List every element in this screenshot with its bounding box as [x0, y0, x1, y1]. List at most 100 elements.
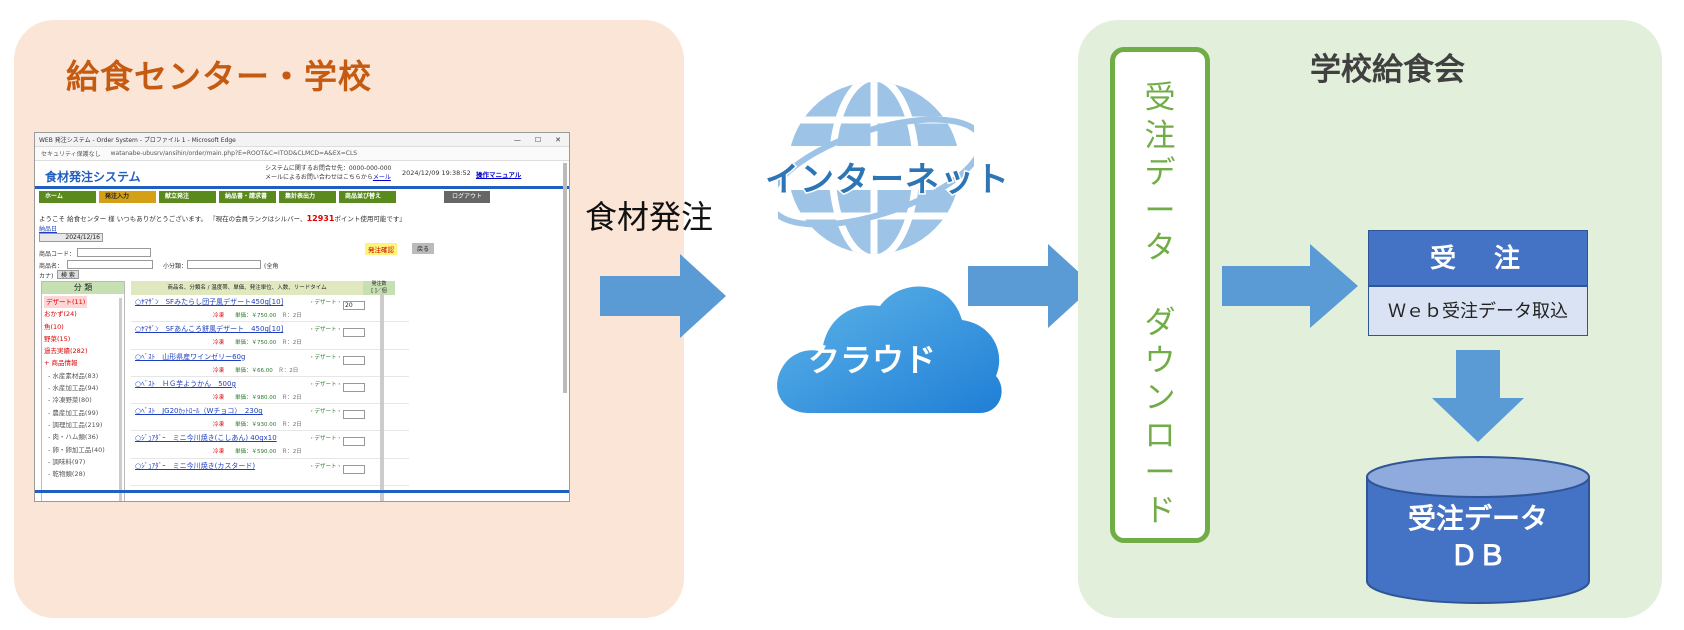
product-name-link[interactable]: ○ﾍﾞｽﾄ ＨＧ芋ようかん 500g: [135, 379, 236, 388]
name-input[interactable]: [67, 260, 153, 269]
system-header: 食材発注システム システムに関するお問合せ先：0000-000-000 メールに…: [35, 161, 569, 189]
category-item[interactable]: - 調理加工品(219): [48, 420, 103, 429]
close-icon[interactable]: ✕: [555, 135, 561, 144]
cloud-icon: [777, 286, 1002, 413]
product-row: ○ﾍﾞｽﾄ JG20ｶｯﾄﾛｰﾙ（Wチョコ） 230g・デザート・冷凍 単価：￥…: [131, 404, 409, 432]
search-button[interactable]: 検 索: [57, 270, 79, 279]
product-name-link[interactable]: ○ﾔﾏｻﾞﾝ SFあんころ餅風デザート 450g[10]: [135, 325, 284, 334]
product-info: 冷凍 単価：￥750.00 Ｒ：2日: [213, 340, 302, 347]
product-name-link[interactable]: ○ﾍﾞｽﾄ JG20ｶｯﾄﾛｰﾙ（Wチョコ） 230g: [135, 407, 263, 416]
data-download-label: 受注データ ダウンロード: [1115, 80, 1205, 530]
kana-note: カナ): [39, 273, 54, 280]
vertical-char: 受: [1144, 80, 1176, 116]
quantity-input[interactable]: [343, 464, 365, 474]
category-item[interactable]: - 卵・卵加工品(40): [48, 445, 105, 454]
category-item[interactable]: - 水産素材品(83): [48, 371, 99, 380]
category-item[interactable]: おかず(24): [44, 310, 77, 319]
product-row: ○ｼﾞｭｱﾀﾞｰ ミニ今川焼き(カスタード) ・デザート・: [131, 459, 409, 487]
quantity-input[interactable]: [343, 382, 365, 392]
main-nav: ホーム 発注入力 献立発注 納品書・請求書 集計表出力 商品並び替え: [39, 191, 396, 203]
url-text[interactable]: watanabe-ubusrv/ansihin/order/main.php?E…: [110, 150, 358, 157]
category-item[interactable]: デザート(11): [44, 296, 88, 309]
category-list: デザート(11)おかず(24) 魚(10) 野菜(15) 過去実績(282) + 商品情…: [42, 294, 124, 480]
maximize-icon[interactable]: ☐: [534, 135, 542, 144]
web-order-import: Ｗｅｂ受注データ取込: [1368, 286, 1588, 336]
category-item[interactable]: 過去実績(282): [44, 347, 88, 356]
zenkaku-note: (全角: [264, 263, 279, 270]
product-info: 冷凍 単価：￥590.00 Ｒ：2日: [213, 449, 302, 456]
product-category: ・デザート・: [309, 436, 343, 443]
system-name: 食材発注システム: [45, 170, 141, 184]
grid-header: 商品名、分類名 / 温度帯、単価、発注単位、入数、リードタイム 発注数[ ]／個: [131, 281, 409, 295]
delivery-date-field[interactable]: 2024/12/16: [39, 233, 103, 242]
quantity-input[interactable]: [343, 437, 365, 447]
product-info: 冷凍 単価：￥750.00 Ｒ：2日: [213, 313, 302, 319]
product-row: ○ｼﾞｭｱﾀﾞｰ ミニ今川焼き(こしあん) 40gx10 ・デザート・冷凍 単価：…: [131, 431, 409, 459]
product-info: 冷凍 単価：￥66.00 Ｒ：2日: [213, 367, 299, 374]
delivery-label: 納品日: [39, 226, 58, 233]
vertical-char: ド: [1144, 492, 1176, 529]
product-row: ○ﾍﾞｽﾄ ＨＧ芋ようかん 500g・デザート・冷凍 単価：￥980.00 Ｒ：…: [131, 377, 409, 405]
window-title: WEB 発注システム - Order System - プロファイル 1 - M…: [39, 137, 236, 144]
food-order-label: 食材発注: [585, 198, 714, 236]
vertical-char: [1115, 268, 1205, 306]
category-scrollbar[interactable]: [119, 298, 122, 501]
page-scrollbar[interactable]: [563, 163, 567, 393]
association-panel-title: 学校給食会: [1310, 52, 1465, 88]
nav-invoices[interactable]: 納品書・請求書: [219, 191, 276, 203]
category-item[interactable]: - 農産加工品(99): [48, 408, 99, 417]
category-item[interactable]: 魚(10): [44, 322, 64, 331]
arrow-right-icon: [968, 244, 1094, 328]
order-receive-header: 受 注: [1368, 230, 1588, 286]
arrow-down-icon: [1432, 350, 1524, 442]
vertical-char: デ: [1144, 155, 1176, 191]
category-item[interactable]: + 商品情報: [44, 359, 78, 368]
quantity-input[interactable]: [343, 410, 365, 420]
return-button[interactable]: 戻る: [412, 243, 435, 254]
product-category: ・デザート・: [309, 381, 343, 388]
subcat-input[interactable]: [187, 260, 261, 269]
product-row: ○ﾔﾏｻﾞﾝ SFみたらし団子風デザート450g[10] ・デザート・冷凍 単価：…: [131, 295, 409, 323]
product-list: ○ﾔﾏｻﾞﾝ SFみたらし団子風デザート450g[10]・デザート・冷凍 単価：…: [131, 295, 409, 487]
category-item[interactable]: 野菜(15): [44, 334, 71, 343]
footer-bar: [35, 490, 569, 493]
quantity-input[interactable]: [343, 328, 365, 338]
internet-label: インターネット: [764, 159, 1011, 202]
mail-link[interactable]: メール: [372, 174, 391, 181]
product-name-link[interactable]: ○ｼﾞｭｱﾀﾞｰ ミニ今川焼き(こしあん) 40gx10: [135, 434, 277, 443]
category-item[interactable]: - 調味料(97): [48, 457, 86, 466]
category-item[interactable]: - 水産加工品(94): [48, 384, 99, 393]
points-value: 12931: [306, 214, 335, 223]
minimize-icon[interactable]: —: [513, 135, 521, 144]
nav-menu-order[interactable]: 献立発注: [159, 191, 216, 203]
product-name-link[interactable]: ○ﾔﾏｻﾞﾝ SFみたらし団子風デザート450g[10]: [135, 298, 284, 306]
category-item[interactable]: - 肉・ハム類(36): [48, 433, 99, 442]
product-name-link[interactable]: ○ﾍﾞｽﾄ 山形県産ワインゼリー60g: [135, 352, 246, 361]
nav-summary[interactable]: 集計表出力: [279, 191, 336, 203]
confirm-order-button[interactable]: 発注確認: [365, 243, 397, 255]
product-category: ・デザート・: [309, 409, 343, 416]
category-item[interactable]: - 乾物類(28): [48, 470, 86, 479]
nav-order-input[interactable]: 発注入力: [99, 191, 156, 203]
nav-home[interactable]: ホーム: [39, 191, 96, 203]
quantity-input[interactable]: 20: [343, 301, 365, 310]
datetime: 2024/12/09 19:38:52: [402, 169, 471, 177]
logout-button[interactable]: ログアウト: [444, 191, 490, 203]
browser-titlebar: WEB 発注システム - Order System - プロファイル 1 - M…: [35, 133, 569, 147]
grid-scrollbar[interactable]: [380, 293, 384, 501]
code-label: 商品コード：: [39, 251, 76, 258]
quantity-input[interactable]: [343, 355, 365, 365]
address-bar[interactable]: セキュリティ保護なし watanabe-ubusrv/ansihin/order…: [35, 147, 569, 161]
manual-link[interactable]: 操作マニュアル: [476, 171, 522, 179]
code-input[interactable]: [77, 248, 151, 257]
arrow-right-icon: [1222, 244, 1358, 328]
product-category: ・デザート・: [309, 463, 343, 470]
product-category: ・デザート・: [309, 300, 343, 306]
category-item[interactable]: - 冷凍野菜(80): [48, 396, 92, 405]
product-name-link[interactable]: ○ｼﾞｭｱﾀﾞｰ ミニ今川焼き(カスタード): [135, 461, 256, 470]
name-label: 商品名：: [39, 263, 64, 270]
category-header: 分 類: [42, 282, 124, 294]
nav-sort[interactable]: 商品並び替え: [339, 191, 396, 203]
category-panel: 分 類 デザート(11)おかず(24) 魚(10) 野菜(15) 過去実績(282) +…: [41, 281, 125, 501]
